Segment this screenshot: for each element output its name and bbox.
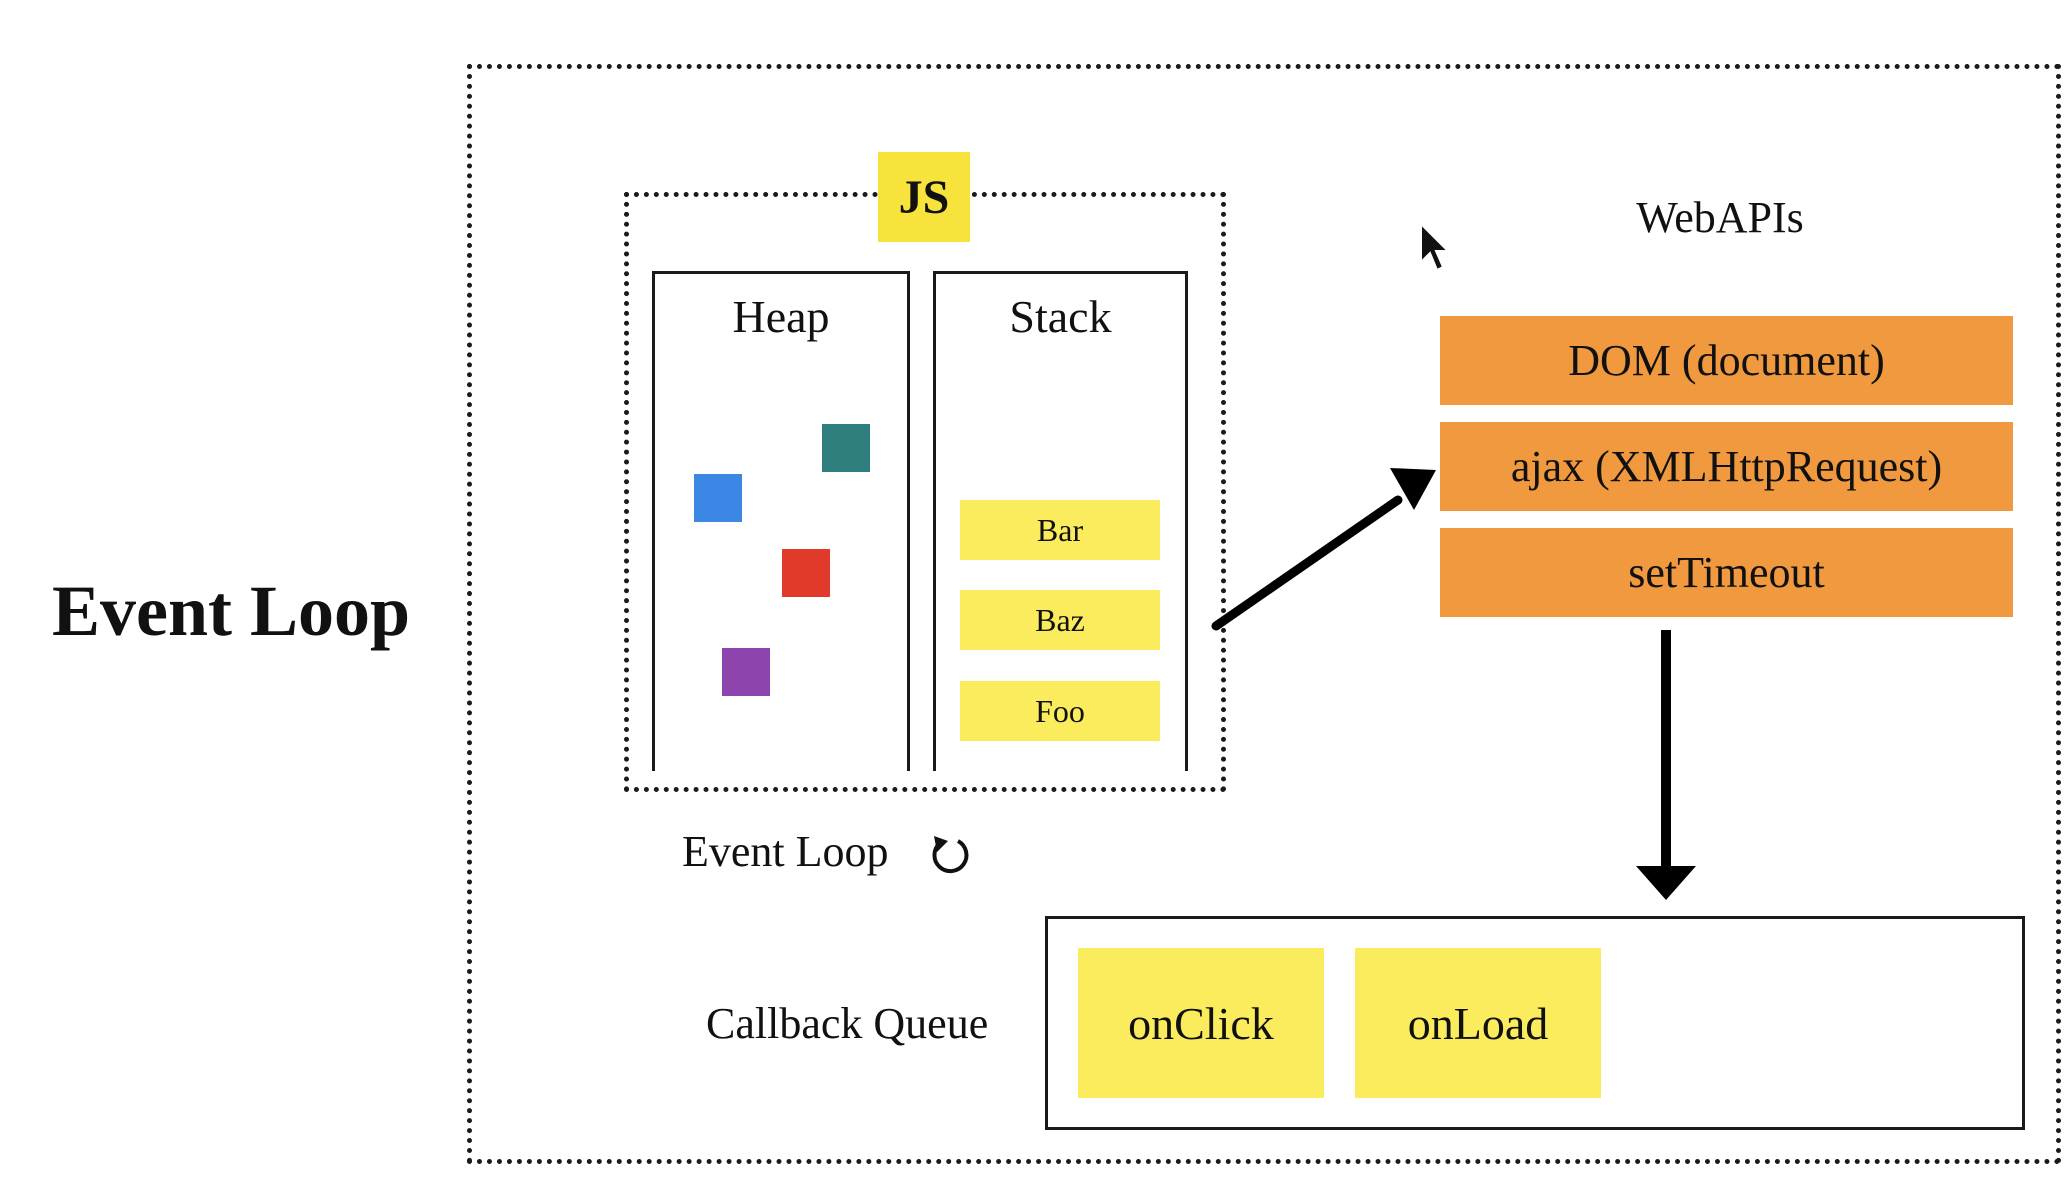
callback-queue-label: Callback Queue [706, 999, 989, 1048]
heap-object [822, 424, 870, 472]
runtime-frame [467, 64, 2061, 1164]
heap-column [652, 271, 910, 771]
cursor-icon [1418, 221, 1452, 279]
arrow-stack-to-webapis [1211, 468, 1436, 631]
heap-object [782, 549, 830, 597]
callback-item: onLoad [1355, 948, 1601, 1098]
stack-column [933, 271, 1188, 771]
event-loop-label: Event Loop [682, 827, 889, 876]
callback-queue-box [1045, 916, 2025, 1130]
webapis-label: WebAPIs [1636, 193, 1804, 242]
webapi-ajax: ajax (XMLHttpRequest) [1440, 422, 2013, 511]
heap-object [694, 474, 742, 522]
webapi-settimeout: setTimeout [1440, 528, 2013, 617]
heap-label: Heap [732, 291, 830, 342]
stack-frame: Foo [960, 681, 1160, 741]
arrow-webapis-to-queue [1636, 630, 1696, 900]
heap-object [722, 648, 770, 696]
js-badge: JS [878, 152, 970, 242]
refresh-icon [928, 832, 974, 886]
stack-label: Stack [1009, 291, 1112, 342]
stack-frame: Baz [960, 590, 1160, 650]
webapi-dom: DOM (document) [1440, 316, 2013, 405]
stack-frame: Bar [960, 500, 1160, 560]
page-title: Event Loop [52, 571, 411, 651]
callback-item: onClick [1078, 948, 1324, 1098]
